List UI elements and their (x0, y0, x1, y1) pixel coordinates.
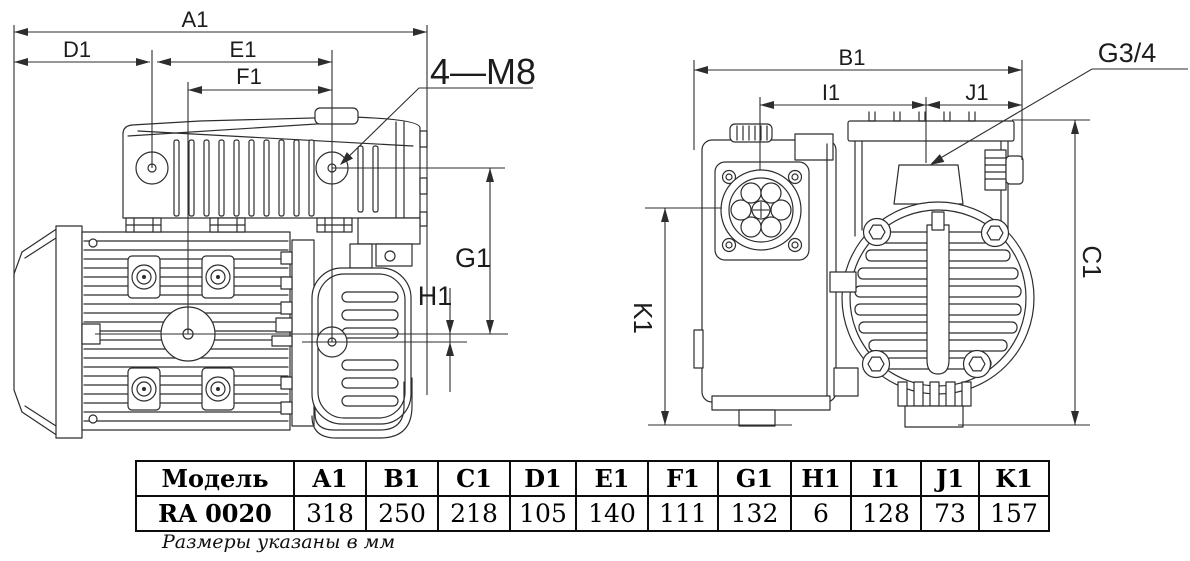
technical-drawing: A1 D1 E1 F1 4—M8 G1 H1 (13, 7, 1188, 439)
cell-c1: 218 (437, 495, 511, 532)
right-end-view (693, 111, 1035, 428)
header-j1: J1 (920, 460, 980, 497)
cell-d1: 105 (509, 495, 577, 532)
header-g1: G1 (717, 460, 792, 497)
cell-b1: 250 (365, 495, 439, 532)
header-h1: H1 (790, 460, 852, 497)
cell-i1: 128 (850, 495, 922, 532)
fan-cowl (13, 227, 59, 437)
left-side-view (13, 107, 428, 439)
dim-label-k1: K1 (628, 302, 658, 334)
header-a1: A1 (293, 460, 367, 497)
header-d1: D1 (509, 460, 577, 497)
base-frame (314, 381, 405, 431)
dim-label-j1: J1 (965, 80, 988, 105)
header-e1: E1 (575, 460, 649, 497)
header-i1: I1 (850, 460, 922, 497)
cell-e1: 140 (575, 495, 649, 532)
center-channel (926, 224, 950, 375)
right-view-dimensions: B1 I1 J1 G3/4 C1 K1 (628, 38, 1188, 426)
dim-label-e1: E1 (230, 37, 257, 62)
separator-feet (125, 217, 353, 233)
pump-foot (904, 405, 964, 428)
cell-g1: 132 (717, 495, 792, 532)
knurled-cap (729, 123, 773, 143)
units-note: Размеры указаны в мм (162, 531, 396, 553)
cell-a1: 318 (293, 495, 367, 532)
header-model: Модель (135, 460, 295, 497)
table-row: RA 0020 318 250 218 105 140 111 132 6 12… (135, 495, 1050, 532)
header-c1: C1 (437, 460, 511, 497)
callout-label-m8: 4—M8 (430, 51, 536, 92)
cell-f1: 111 (647, 495, 719, 532)
motor-foot (738, 409, 776, 427)
dim-label-f1: F1 (236, 64, 262, 89)
g34-port (893, 164, 964, 205)
motor-flange (55, 225, 83, 439)
housing-bolts (861, 217, 1010, 379)
cell-j1: 73 (920, 495, 980, 532)
header-f1: F1 (647, 460, 719, 497)
cable-gland (984, 149, 1007, 191)
dim-label-d1: D1 (63, 37, 91, 62)
filler-cap (314, 107, 359, 125)
dim-label-c1: C1 (1077, 245, 1107, 278)
left-view-dimensions: A1 D1 E1 F1 4—M8 G1 H1 (13, 7, 536, 395)
cell-model: RA 0020 (135, 495, 295, 532)
pump-fins (341, 291, 399, 407)
dimensions-table: Модель A1 B1 C1 D1 E1 F1 G1 H1 I1 J1 K1 … (135, 460, 1050, 532)
callout-label-g34: G3/4 (1098, 38, 1157, 68)
cell-h1: 6 (790, 495, 852, 532)
top-cover (847, 120, 1015, 142)
separator-fins (173, 139, 379, 217)
dim-label-b1: B1 (839, 45, 866, 70)
dim-label-g1: G1 (455, 243, 491, 273)
cell-k1: 157 (978, 495, 1050, 532)
header-b1: B1 (365, 460, 439, 497)
dim-label-i1: I1 (822, 80, 840, 105)
dim-label-a1: A1 (182, 7, 209, 32)
header-k1: K1 (978, 460, 1050, 497)
table-header-row: Модель A1 B1 C1 D1 E1 F1 G1 H1 I1 J1 K1 (135, 460, 1050, 497)
pump-flange (291, 239, 315, 427)
dim-label-h1: H1 (418, 281, 453, 311)
